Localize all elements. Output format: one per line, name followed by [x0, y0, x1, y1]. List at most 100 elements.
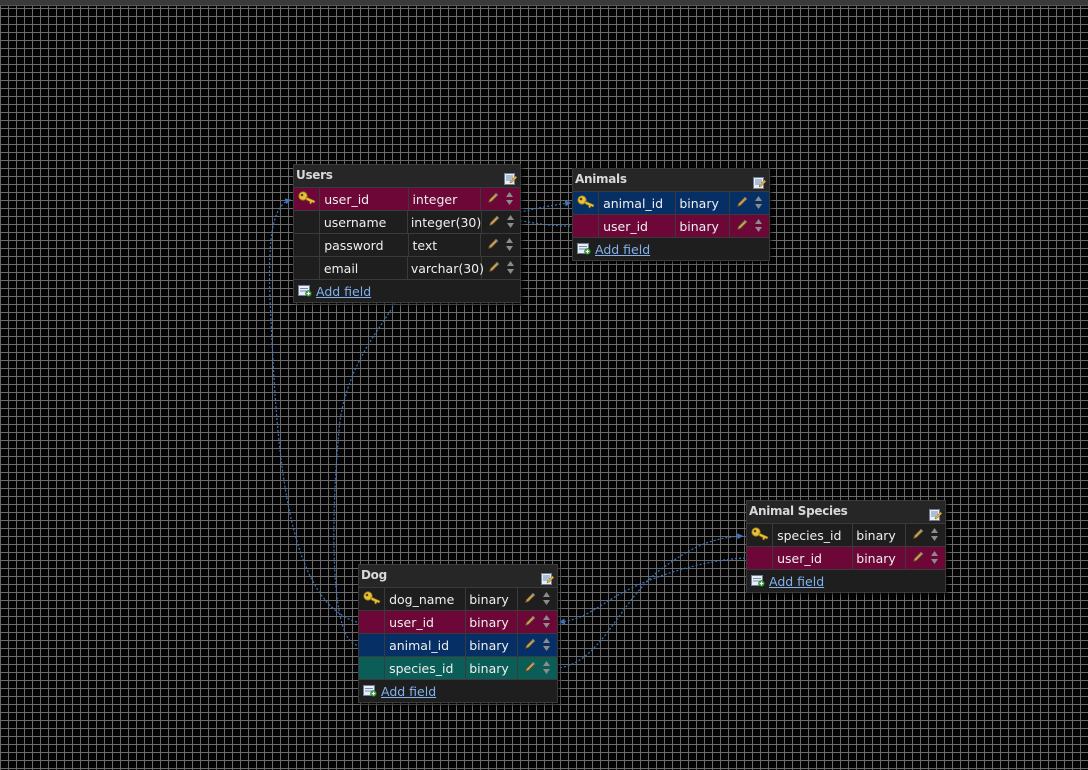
- up-down-arrows-icon[interactable]: [754, 195, 763, 210]
- pencil-icon[interactable]: [736, 219, 748, 231]
- primary-key-icon: [362, 590, 381, 609]
- add-field-link[interactable]: Add field: [316, 283, 372, 299]
- pencil-icon[interactable]: [912, 551, 924, 563]
- pencil-icon[interactable]: [487, 238, 499, 250]
- field-actions: [518, 588, 557, 610]
- up-down-arrows-icon[interactable]: [506, 260, 515, 275]
- field-type[interactable]: binary: [466, 588, 519, 610]
- add-field-link[interactable]: Add field: [381, 683, 437, 699]
- field-actions: [481, 188, 520, 210]
- add-field-link[interactable]: Add field: [595, 241, 651, 257]
- link-dog-species_id-to-species: [555, 533, 744, 669]
- table-title: Animal Species: [749, 504, 848, 518]
- field-name[interactable]: user_id: [599, 215, 677, 237]
- field-name[interactable]: dog_name: [385, 588, 467, 610]
- edit-table-icon[interactable]: [753, 174, 767, 189]
- up-down-arrows-icon[interactable]: [930, 550, 939, 565]
- field-name[interactable]: animal_id: [385, 634, 467, 656]
- table-header[interactable]: Animals: [573, 169, 769, 191]
- edit-table-icon[interactable]: [929, 506, 943, 521]
- pencil-icon[interactable]: [912, 528, 924, 540]
- field-name[interactable]: password: [320, 234, 410, 256]
- add-field-icon[interactable]: [363, 685, 377, 697]
- key-cell: [359, 611, 386, 633]
- pencil-icon[interactable]: [487, 192, 499, 204]
- pencil-icon[interactable]: [524, 592, 536, 604]
- field-type[interactable]: binary: [853, 547, 907, 569]
- add-field-row: Add field: [573, 237, 769, 260]
- field-type[interactable]: text: [409, 234, 482, 256]
- key-cell: [294, 211, 320, 233]
- key-cell: [573, 215, 600, 237]
- field-actions: [518, 611, 557, 633]
- primary-key-icon: [576, 194, 595, 213]
- field-type[interactable]: binary: [466, 657, 519, 679]
- key-cell: [294, 257, 320, 279]
- field-actions: [518, 634, 557, 656]
- table-header[interactable]: Animal Species: [747, 501, 945, 523]
- field-type[interactable]: integer: [409, 188, 482, 210]
- up-down-arrows-icon[interactable]: [505, 191, 514, 206]
- key-cell: [747, 547, 774, 569]
- table-header[interactable]: Dog: [359, 565, 557, 587]
- pencil-icon[interactable]: [524, 661, 536, 673]
- pencil-icon[interactable]: [736, 196, 748, 208]
- up-down-arrows-icon[interactable]: [506, 214, 515, 229]
- field-actions: [730, 215, 769, 237]
- field-type[interactable]: binary: [466, 634, 519, 656]
- link-species-user_id-to-dog: [558, 557, 746, 625]
- field-name[interactable]: user_id: [320, 188, 410, 210]
- edit-table-icon[interactable]: [504, 170, 518, 185]
- field-type[interactable]: integer(30): [408, 211, 482, 233]
- up-down-arrows-icon[interactable]: [542, 614, 551, 629]
- add-field-icon[interactable]: [577, 243, 591, 255]
- top-toolbar-strip: [0, 0, 1088, 6]
- pencil-icon[interactable]: [524, 615, 536, 627]
- field-name[interactable]: username: [320, 211, 408, 233]
- field-type[interactable]: varchar(30): [408, 257, 484, 279]
- pencil-icon[interactable]: [524, 638, 536, 650]
- field-type[interactable]: binary: [676, 192, 731, 214]
- field-name[interactable]: user_id: [773, 547, 854, 569]
- up-down-arrows-icon[interactable]: [930, 527, 939, 542]
- field-type[interactable]: binary: [676, 215, 731, 237]
- field-actions: [906, 547, 945, 569]
- field-type[interactable]: binary: [853, 524, 907, 546]
- field-name[interactable]: animal_id: [599, 192, 677, 214]
- up-down-arrows-icon[interactable]: [505, 237, 514, 252]
- field-name[interactable]: species_id: [385, 657, 467, 679]
- add-field-link[interactable]: Add field: [769, 573, 825, 589]
- up-down-arrows-icon[interactable]: [542, 660, 551, 675]
- table-header[interactable]: Users: [294, 165, 520, 187]
- field-name[interactable]: email: [320, 257, 408, 279]
- up-down-arrows-icon[interactable]: [542, 591, 551, 606]
- field-type[interactable]: binary: [466, 611, 519, 633]
- field-actions: [481, 234, 520, 256]
- pencil-icon[interactable]: [488, 215, 500, 227]
- add-field-icon[interactable]: [298, 285, 312, 297]
- field-name[interactable]: species_id: [773, 524, 854, 546]
- up-down-arrows-icon[interactable]: [754, 218, 763, 233]
- primary-key-icon: [297, 190, 316, 209]
- edit-table-icon[interactable]: [541, 570, 555, 585]
- pencil-icon[interactable]: [488, 261, 500, 273]
- field-name[interactable]: user_id: [385, 611, 467, 633]
- add-field-icon[interactable]: [751, 575, 765, 587]
- up-down-arrows-icon[interactable]: [542, 637, 551, 652]
